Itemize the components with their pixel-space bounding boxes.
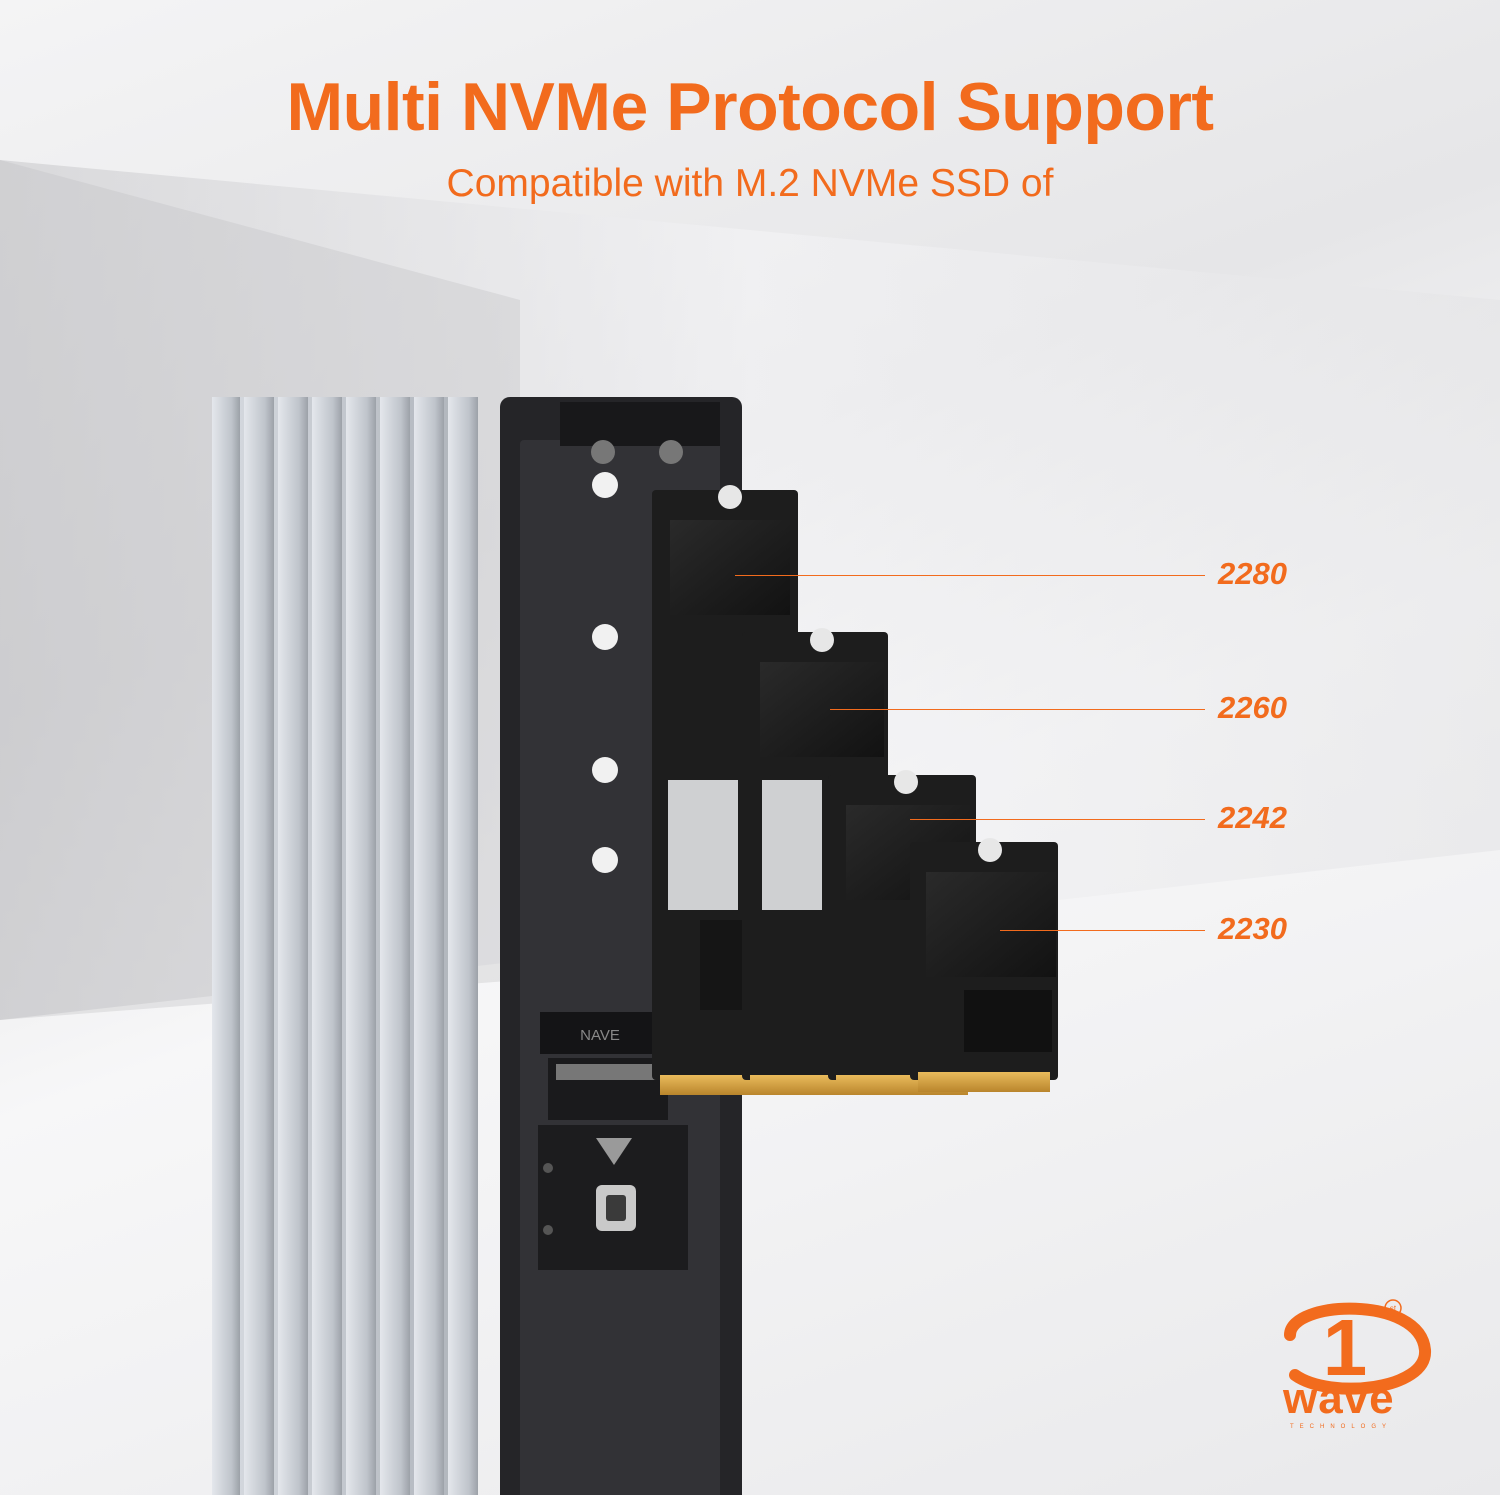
size-label-2280: 2280 bbox=[1218, 556, 1287, 591]
tray-chip-marking: NAVE bbox=[580, 1027, 620, 1044]
leader-line-2260 bbox=[830, 709, 1205, 710]
enclosure-shell bbox=[212, 397, 478, 1495]
page-subtitle: Compatible with M.2 NVMe SSD of bbox=[446, 162, 1054, 205]
logo-tagline: TECHNOLOGY bbox=[1290, 1424, 1393, 1430]
leader-line-2280 bbox=[735, 575, 1205, 576]
logo-superscript: st bbox=[1390, 1304, 1397, 1313]
size-label-2230: 2230 bbox=[1218, 911, 1287, 946]
leader-line-2242 bbox=[910, 819, 1205, 820]
size-label-2242: 2242 bbox=[1218, 800, 1287, 835]
logo-wordmark: wave bbox=[1283, 1374, 1395, 1423]
page-title: Multi NVMe Protocol Support bbox=[286, 69, 1214, 145]
logo-numeral: 1 bbox=[1323, 1303, 1368, 1392]
size-label-2260: 2260 bbox=[1218, 690, 1287, 725]
ssd-2230 bbox=[910, 838, 1058, 1092]
leader-line-2230 bbox=[1000, 930, 1205, 931]
brand-logo: 1 st bbox=[1284, 1299, 1431, 1395]
